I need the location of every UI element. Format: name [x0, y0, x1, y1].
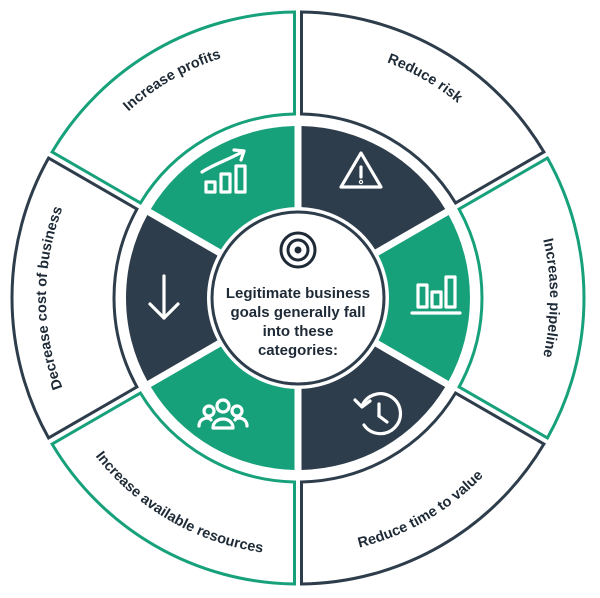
- inner-segment-increase-available-resources: [150, 346, 295, 470]
- target-icon: [279, 231, 317, 269]
- team-icon: [197, 398, 249, 430]
- inner-segment-increase-profits: [150, 126, 295, 250]
- center-hub: Legitimate business goals generally fall…: [210, 210, 386, 386]
- outer-segment-decrease-cost-of-business: [10, 155, 139, 441]
- outer-segment-increase-available-resources: [50, 390, 296, 586]
- segment-icons: [148, 148, 462, 436]
- inner-segment-reduce-time-to-value: [301, 346, 446, 470]
- warning-icon: [339, 151, 383, 189]
- growth-chart-icon: [200, 148, 247, 194]
- inner-segment-increase-pipeline: [378, 215, 470, 381]
- center-line-2: goals generally fall: [230, 304, 365, 321]
- outer-segment-reduce-risk: [300, 10, 546, 206]
- outer-segment-reduce-time-to-value: [300, 390, 546, 586]
- center-line-1: Legitimate business: [226, 285, 370, 302]
- history-clock-icon: [353, 392, 403, 436]
- outer-segment-increase-pipeline: [457, 155, 586, 441]
- inner-segment-decrease-cost-of-business: [126, 215, 218, 381]
- center-circle: [210, 210, 386, 386]
- inner-ring: [126, 126, 470, 470]
- bar-chart-icon: [410, 275, 462, 315]
- arrow-down-icon: [148, 274, 180, 320]
- outer-ring: [10, 10, 586, 586]
- center-line-4: categories:: [258, 342, 338, 359]
- segment-label-increase-pipeline: Increase pipeline: [539, 237, 562, 359]
- outer-segment-increase-profits: [50, 10, 296, 206]
- center-line-3: into these: [263, 323, 334, 340]
